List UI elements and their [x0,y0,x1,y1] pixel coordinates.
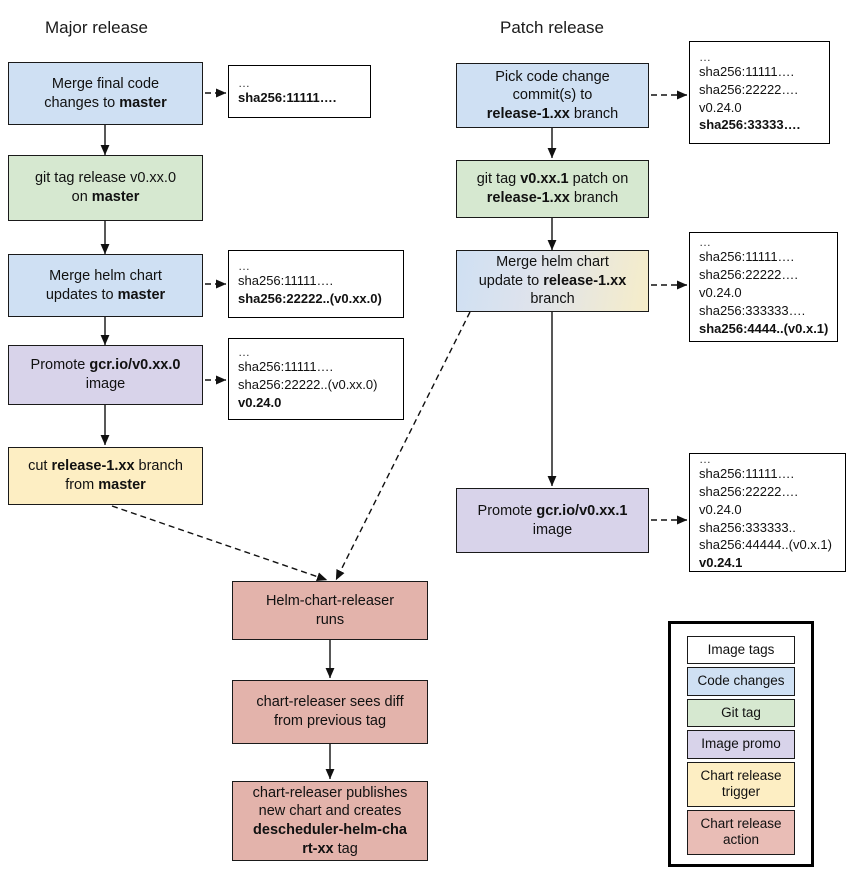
node-line: image [85,376,126,392]
node-line: Merge final code [51,75,160,92]
infobox-line: … [699,49,712,64]
node-line: Promote gcr.io/v0.xx.1 [477,502,628,519]
infobox-line: sha256:11111…. [238,273,334,289]
infobox-tags-after-merge-final-code: …sha256:11111…. [228,65,371,118]
infobox-line: sha256:333333.. [699,519,796,535]
node-line: from master [65,477,146,493]
node-line: release-1.xx branch [486,190,619,206]
node-line: updates to master [45,286,166,303]
node-git-tag-patch[interactable]: git tag v0.xx.1 patch on release-1.xx bra… [456,160,649,218]
node-merge-final-code[interactable]: Merge final code changes to master [8,62,203,125]
node-line: chart-releaser sees diff [256,694,404,711]
patch-release-title: Patch release [500,18,604,37]
node-line: git tag v0.xx.1 patch on [476,171,629,188]
infobox-line: … [238,259,251,274]
infobox-line: sha256:11111…. [238,89,337,105]
node-promote-image-patch[interactable]: Promote gcr.io/v0.xx.1 image [456,488,649,553]
node-line: Promote gcr.io/v0.xx.0 [30,357,181,374]
node-line: from previous tag [273,713,387,729]
infobox-tags-after-promote-patch: …sha256:11111…. sha256:22222…. v0.24.0 sha2… [689,453,846,572]
infobox-line: … [238,75,251,90]
legend-item-code-changes: Code changes [687,667,795,696]
infobox-line: sha256:33333…. [699,117,801,133]
infobox-line: v0.24.0 [238,394,282,410]
node-line: release-1.xx branch [486,105,619,122]
node-line: git tag release v0.xx.0 [34,170,177,187]
node-git-tag-release[interactable]: git tag release v0.xx.0 on master [8,155,203,221]
node-chart-releaser-publishes[interactable]: chart-releaser publishes new chart and cr… [232,781,428,861]
infobox-line: sha256:22222…. [699,483,799,499]
infobox-line: sha256:22222…. [699,81,799,97]
node-line: commit(s) to [512,87,593,104]
node-line: runs [315,611,345,628]
infobox-line: sha256:22222..(v0.xx.0) [238,291,382,306]
infobox-line: sha256:44444..(v0.x.1) [699,537,832,553]
infobox-line: v0.24.1 [699,555,743,571]
node-promote-image-major[interactable]: Promote gcr.io/v0.xx.0 image [8,345,203,405]
node-line: rt-xx tag [302,840,358,857]
infobox-tags-after-merge-helm-master: …sha256:11111…. sha256:22222..(v0.xx.0) [228,250,404,318]
legend-item-image-tags: Image tags [687,636,795,665]
infobox-line: sha256:333333…. [699,302,806,318]
node-line: update to release-1.xx [478,272,627,289]
infobox-line: v0.24.0 [699,99,742,115]
node-line: changes to master [44,94,167,111]
node-cut-release-branch[interactable]: cut release-1.xx branch from master [8,447,203,505]
infobox-line: sha256:11111…. [699,63,795,79]
node-line: Pick code change [495,68,610,85]
infobox-line: v0.24.0 [699,285,742,301]
legend-item-chart-release-action: Chart release action [687,809,795,855]
infobox-line: sha256:4444..(v0.x.1) [699,320,829,336]
infobox-line: sha256:22222..(v0.xx.0) [238,377,378,393]
node-line: chart-releaser publishes [252,784,408,801]
legend-item-git-tag: Git tag [687,698,795,728]
node-line: Helm-chart-releaser [265,592,395,609]
node-merge-helm-chart-master[interactable]: Merge helm chart updates to master [8,254,203,317]
node-line: Merge helm chart [49,267,162,284]
infobox-line: sha256:11111…. [699,249,795,265]
major-release-title: Major release [45,18,148,37]
legend-item-chart-release-trigger: Chart release trigger [687,761,795,807]
node-helm-chart-releaser-runs[interactable]: Helm-chart-releaser runs [232,581,428,640]
infobox-tags-after-promote-major: …sha256:11111…. sha256:22222..(v0.xx.0)v0… [228,338,404,420]
node-line: descheduler-helm-cha [253,822,407,838]
infobox-line: … [238,345,251,360]
legend-item-image-promo: Image promo [687,730,795,759]
infobox-line: sha256:11111…. [238,359,334,375]
infobox-line: sha256:11111…. [699,465,795,481]
infobox-line: … [699,235,712,250]
node-line: new chart and creates [258,803,402,820]
infobox-line: v0.24.0 [699,501,742,517]
node-line: Merge helm chart [496,254,609,271]
node-line: cut release-1.xx branch [28,458,183,475]
node-line: on master [71,189,140,205]
infobox-line: … [699,451,712,466]
node-line: branch [530,291,575,308]
infobox-tags-after-pick-code-change: …sha256:11111…. sha256:22222…. v0.24.0 sha2… [689,41,830,144]
infobox-line: sha256:22222…. [699,267,799,283]
node-line: image [532,521,573,538]
node-chart-releaser-sees-diff[interactable]: chart-releaser sees diff from previous ta… [232,680,428,744]
